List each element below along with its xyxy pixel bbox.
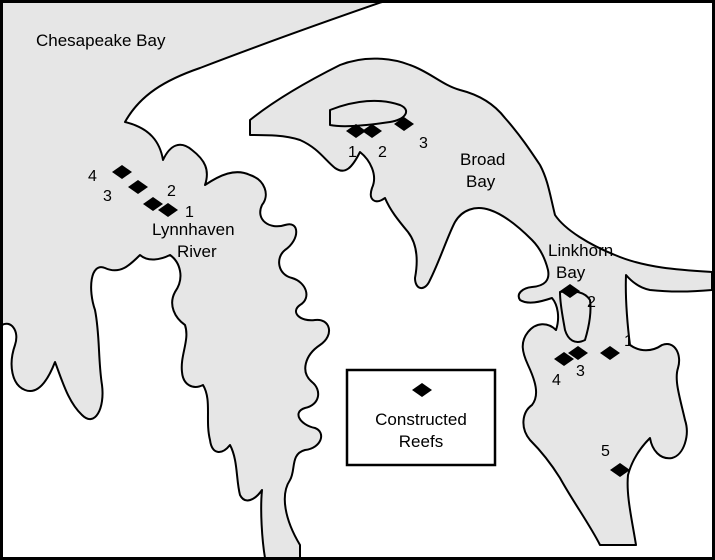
label-linkhorn: Linkhorn <box>548 241 613 260</box>
label-river: River <box>177 242 217 261</box>
reef-number-linkhorn-3: 3 <box>576 363 585 380</box>
label-broad: Broad <box>460 150 505 169</box>
legend: Constructed Reefs <box>345 368 497 467</box>
reef-marker-lynnhaven-1 <box>158 203 178 217</box>
legend-reef-marker-icon <box>412 383 432 397</box>
reef-marker-broad-2 <box>362 124 382 138</box>
reef-numbers-linkhorn-bay: 2 1 4 3 5 <box>552 294 633 460</box>
reef-number-broad-3: 3 <box>419 135 428 152</box>
reef-number-lynnhaven-2: 2 <box>167 183 176 200</box>
reef-number-linkhorn-5: 5 <box>601 443 610 460</box>
reef-number-broad-2: 2 <box>378 144 387 161</box>
reef-markers-linkhorn-bay <box>554 284 630 477</box>
reef-number-lynnhaven-3: 3 <box>103 188 112 205</box>
reef-marker-linkhorn-3 <box>568 346 588 360</box>
reef-markers-lynnhaven <box>112 165 178 217</box>
reef-number-lynnhaven-1: 1 <box>185 204 194 221</box>
broad-linkhorn-water <box>249 57 713 546</box>
reef-marker-lynnhaven-3 <box>128 180 148 194</box>
reef-number-linkhorn-4: 4 <box>552 372 561 389</box>
label-linkhorn-bay: Bay <box>556 263 586 282</box>
label-chesapeake-bay: Chesapeake Bay <box>36 31 166 50</box>
reef-marker-linkhorn-4 <box>554 352 574 366</box>
reef-marker-broad-1 <box>346 124 366 138</box>
reef-numbers-broad-bay: 1 2 3 <box>348 135 428 161</box>
label-lynnhaven: Lynnhaven <box>152 220 235 239</box>
reef-number-linkhorn-2: 2 <box>587 294 596 311</box>
linkhorn-inlet <box>559 290 592 343</box>
reef-number-lynnhaven-4: 4 <box>88 168 97 185</box>
label-broad-bay: Bay <box>466 172 496 191</box>
reef-marker-linkhorn-1 <box>600 346 620 360</box>
reef-number-broad-1: 1 <box>348 144 357 161</box>
chesapeake-lynnhaven-water <box>1 1 383 559</box>
broad-bay-channel <box>329 99 408 128</box>
reef-marker-linkhorn-5 <box>610 463 630 477</box>
reef-numbers-lynnhaven: 4 3 2 1 <box>88 168 194 221</box>
reef-number-linkhorn-1: 1 <box>624 333 633 350</box>
reef-markers-broad-bay <box>346 117 414 138</box>
reef-marker-lynnhaven-4 <box>112 165 132 179</box>
reef-marker-lynnhaven-2 <box>143 197 163 211</box>
legend-label-line2: Reefs <box>399 432 443 451</box>
reef-marker-linkhorn-2 <box>560 284 580 298</box>
reef-marker-broad-3 <box>394 117 414 131</box>
legend-label-line1: Constructed <box>375 410 467 429</box>
